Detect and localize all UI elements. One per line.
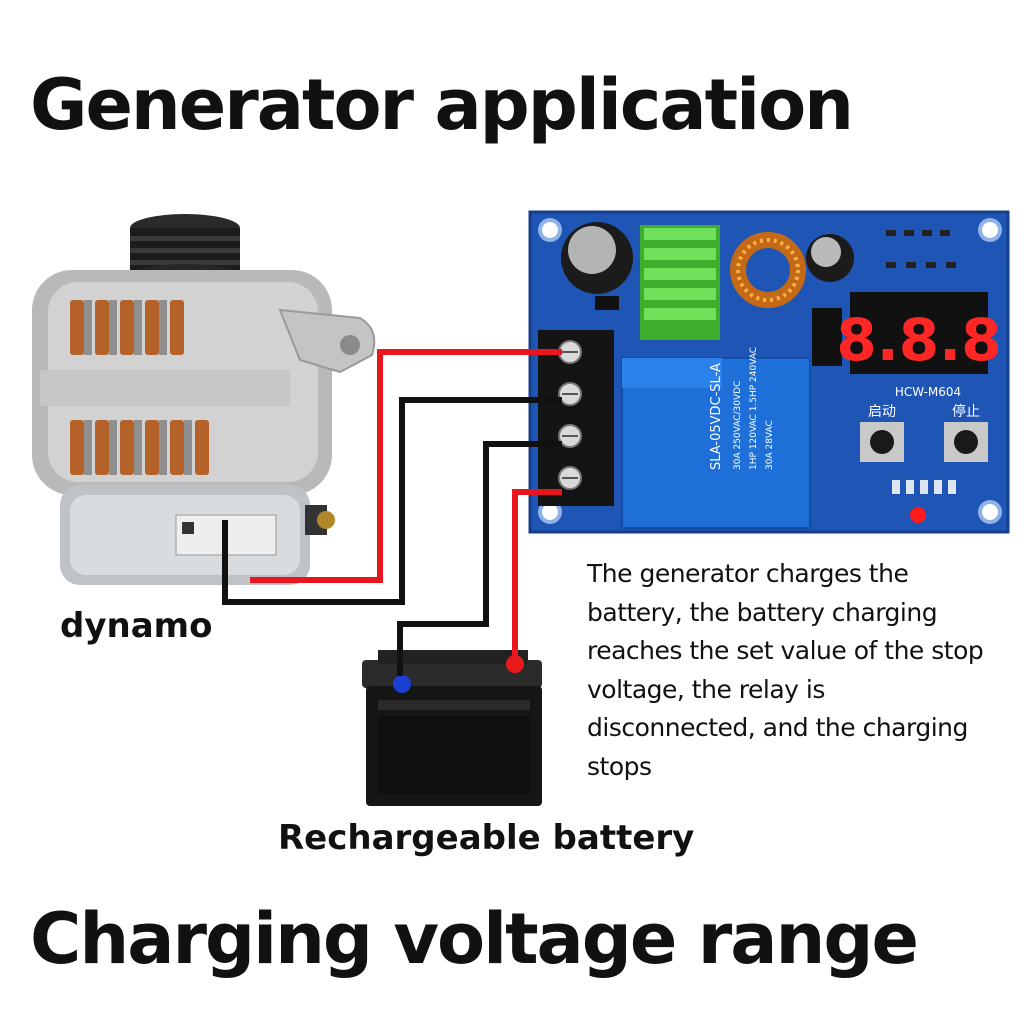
description-line: disconnected, and the charging — [587, 713, 968, 742]
description-line: reaches the set value of the stop — [587, 636, 984, 665]
bottom-title: Charging voltage range — [30, 898, 919, 980]
dynamo-illustration — [32, 214, 376, 585]
page-title: Generator application — [30, 64, 854, 146]
dynamo-label: dynamo — [60, 606, 213, 646]
start-label: 启动 — [868, 404, 896, 420]
terminal-block — [538, 330, 614, 506]
wires — [222, 349, 562, 676]
display-value: 8.8.8 — [836, 306, 1001, 374]
start-button — [860, 422, 904, 462]
relay: SLA-05VDC-SL-A 30A 250VAC/30VDC 1HP 120V… — [621, 347, 811, 529]
seven-segment-display: 8.8.8 — [836, 292, 1002, 374]
description-line: battery, the battery charging — [587, 597, 938, 627]
control-board: 8.8.8 HCW-M604 启动 停止 SLA-05VDC-SL-A — [528, 210, 1010, 534]
stop-button — [944, 422, 988, 462]
led-indicator — [910, 507, 926, 523]
description-line: The generator charges the — [587, 559, 909, 588]
description-line: voltage, the relay is — [587, 674, 825, 704]
battery-illustration — [362, 650, 542, 806]
battery-negative-terminal — [393, 675, 411, 693]
description-line: stops — [587, 751, 652, 781]
stop-label: 停止 — [952, 403, 980, 420]
relay-rating-3: 30A 28VAC — [765, 420, 775, 470]
board-model: HCW-M604 — [895, 385, 961, 399]
relay-model: SLA-05VDC-SL-A — [709, 363, 724, 470]
battery-label: Rechargeable battery — [278, 818, 695, 858]
description-text: The generator charges the battery, the b… — [587, 555, 1017, 786]
battery-positive-terminal — [506, 655, 524, 673]
heatsink — [640, 225, 720, 340]
relay-rating-1: 30A 250VAC/30VDC — [733, 381, 743, 470]
relay-rating-2: 1HP 120VAC 1.5HP 240VAC — [749, 347, 759, 470]
